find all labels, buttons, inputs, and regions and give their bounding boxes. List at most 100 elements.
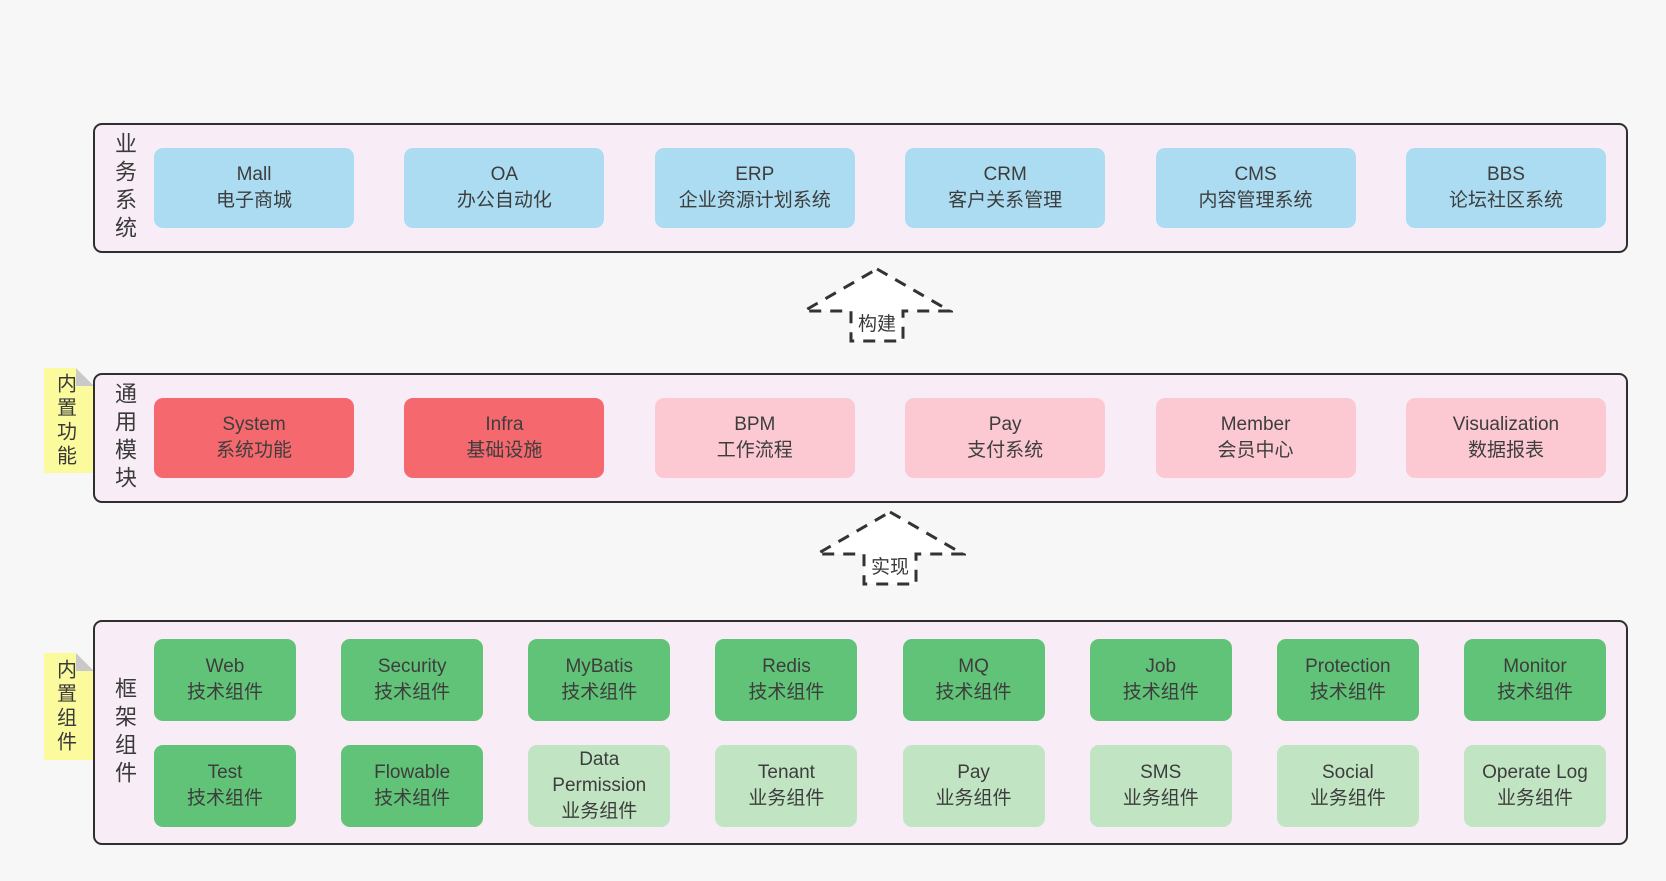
box-data-permission: Data Permission 业务组件 xyxy=(528,744,671,827)
box-mq: MQ 技术组件 xyxy=(902,638,1045,721)
box-title: Operate Log xyxy=(1482,761,1588,783)
box-subtitle: 技术组件 xyxy=(186,681,263,703)
box-subtitle: 技术组件 xyxy=(1309,681,1386,703)
build-arrow-label: 构建 xyxy=(853,312,901,337)
build-arrow-icon: 构建 xyxy=(798,266,956,344)
box-security: Security 技术组件 xyxy=(341,638,484,721)
section-business-systems: 业务系统 Mall 电子商城 OA 办公自动化 ERP 企业资源计划系统 CRM… xyxy=(93,123,1628,253)
implement-arrow-icon: 实现 xyxy=(811,509,969,587)
box-title: BPM xyxy=(734,414,776,435)
box-bpm: BPM 工作流程 xyxy=(654,398,855,478)
box-title: CMS xyxy=(1234,164,1277,185)
box-title: Security xyxy=(377,655,447,677)
box-redis: Redis 技术组件 xyxy=(715,638,858,721)
box-test: Test 技术组件 xyxy=(154,744,296,827)
box-erp: ERP 企业资源计划系统 xyxy=(654,148,855,228)
section-label-common-modules: 通用模块 xyxy=(112,382,137,494)
box-subtitle: 技术组件 xyxy=(186,787,263,809)
box-title: System xyxy=(222,414,286,435)
box-subtitle: 基础设施 xyxy=(466,440,543,461)
box-title: Flowable xyxy=(374,761,451,783)
box-subtitle: 会员中心 xyxy=(1217,440,1294,461)
box-title: Protection xyxy=(1305,655,1391,677)
box-title: Redis xyxy=(762,655,811,677)
box-subtitle: 系统功能 xyxy=(215,440,292,461)
box-title: Member xyxy=(1220,414,1291,435)
box-title: Social xyxy=(1321,761,1374,783)
box-social: Social 业务组件 xyxy=(1276,744,1419,827)
box-infra: Infra 基础设施 xyxy=(404,398,605,478)
builtin-components-tag: 内置组件 xyxy=(44,653,94,760)
box-title: Visualization xyxy=(1452,414,1560,435)
box-subtitle: 业务组件 xyxy=(561,800,638,822)
box-subtitle: 企业资源计划系统 xyxy=(678,190,831,211)
box-pay-business: Pay 业务组件 xyxy=(902,744,1045,827)
box-subtitle: 技术组件 xyxy=(374,681,451,703)
box-subtitle: 技术组件 xyxy=(935,681,1012,703)
box-subtitle: 内容管理系统 xyxy=(1198,190,1313,211)
box-mall: Mall 电子商城 xyxy=(154,148,354,228)
builtin-components-tag-label: 内置组件 xyxy=(53,658,76,755)
modules-boxes-row: System 系统功能 Infra 基础设施 BPM 工作流程 Pay 支付系统… xyxy=(142,398,1626,478)
box-tenant: Tenant 业务组件 xyxy=(715,744,858,827)
box-subtitle: 业务组件 xyxy=(748,787,825,809)
box-job: Job 技术组件 xyxy=(1089,638,1232,721)
box-subtitle: 技术组件 xyxy=(748,681,825,703)
box-web: Web 技术组件 xyxy=(154,638,296,721)
box-pay: Pay 支付系统 xyxy=(905,398,1106,478)
box-protection: Protection 技术组件 xyxy=(1276,638,1419,721)
note-fold-icon xyxy=(76,653,94,671)
box-subtitle: 业务组件 xyxy=(1309,787,1386,809)
dashed-up-arrow-icon xyxy=(798,267,956,343)
box-flowable: Flowable 技术组件 xyxy=(341,744,484,827)
box-system: System 系统功能 xyxy=(154,398,354,478)
box-title: OA xyxy=(490,164,519,185)
box-title: Infra xyxy=(485,414,524,435)
box-subtitle: 技术组件 xyxy=(1496,681,1573,703)
box-title: Pay xyxy=(957,761,990,783)
box-subtitle: 支付系统 xyxy=(967,440,1044,461)
box-title: Mall xyxy=(236,164,272,185)
framework-row-2: Test 技术组件 Flowable 技术组件 Data Permission … xyxy=(154,744,1606,827)
box-operate-log: Operate Log 业务组件 xyxy=(1463,744,1606,827)
section-common-modules: 通用模块 System 系统功能 Infra 基础设施 BPM 工作流程 Pay… xyxy=(93,373,1628,503)
box-monitor: Monitor 技术组件 xyxy=(1463,638,1606,721)
framework-row-1: Web 技术组件 Security 技术组件 MyBatis 技术组件 Redi… xyxy=(154,638,1606,721)
box-title: ERP xyxy=(735,164,775,185)
box-subtitle: 业务组件 xyxy=(935,787,1012,809)
box-subtitle: 办公自动化 xyxy=(456,190,552,211)
box-subtitle: 技术组件 xyxy=(374,787,451,809)
framework-rows: Web 技术组件 Security 技术组件 MyBatis 技术组件 Redi… xyxy=(142,638,1626,827)
dashed-up-arrow-icon xyxy=(811,510,969,586)
box-subtitle: 数据报表 xyxy=(1467,440,1544,461)
box-subtitle: 技术组件 xyxy=(1122,681,1199,703)
box-oa: OA 办公自动化 xyxy=(404,148,605,228)
box-title: Test xyxy=(207,761,243,783)
box-cms: CMS 内容管理系统 xyxy=(1155,148,1356,228)
builtin-features-tag: 内置功能 xyxy=(44,368,94,473)
box-subtitle: 技术组件 xyxy=(561,681,638,703)
section-framework-components: 框架组件 Web 技术组件 Security 技术组件 MyBatis 技术组件… xyxy=(93,620,1628,845)
box-title: Data Permission xyxy=(552,748,647,796)
box-title: Monitor xyxy=(1503,655,1567,677)
box-subtitle: 论坛社区系统 xyxy=(1448,190,1563,211)
box-title: Job xyxy=(1145,655,1177,677)
box-subtitle: 业务组件 xyxy=(1496,787,1573,809)
box-crm: CRM 客户关系管理 xyxy=(905,148,1106,228)
business-boxes-row: Mall 电子商城 OA 办公自动化 ERP 企业资源计划系统 CRM 客户关系… xyxy=(142,148,1626,228)
box-title: BBS xyxy=(1486,164,1525,185)
implement-arrow-label: 实现 xyxy=(866,555,914,580)
box-visualization: Visualization 数据报表 xyxy=(1405,398,1606,478)
box-title: CRM xyxy=(983,164,1027,185)
builtin-features-tag-label: 内置功能 xyxy=(53,372,76,469)
box-title: Tenant xyxy=(757,761,815,783)
section-label-framework-components: 框架组件 xyxy=(112,676,137,789)
box-member: Member 会员中心 xyxy=(1155,398,1356,478)
box-subtitle: 工作流程 xyxy=(716,440,793,461)
box-title: Pay xyxy=(988,414,1022,435)
box-title: MQ xyxy=(958,655,989,677)
box-subtitle: 客户关系管理 xyxy=(948,190,1063,211)
box-bbs: BBS 论坛社区系统 xyxy=(1405,148,1606,228)
box-title: Web xyxy=(205,655,245,677)
box-mybatis: MyBatis 技术组件 xyxy=(528,638,671,721)
